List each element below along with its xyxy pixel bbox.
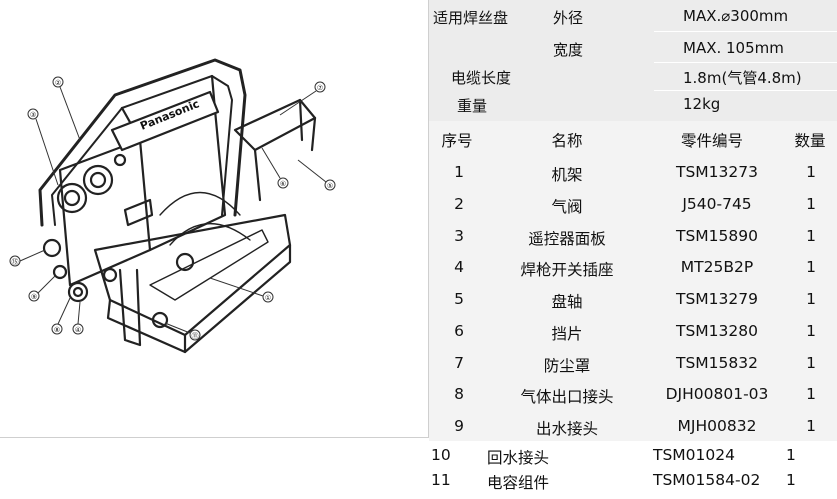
- part-code: MT25B2P: [680, 258, 754, 276]
- spec-label: 适用焊丝盘: [433, 9, 509, 27]
- table-row: 2 气阀 J540-745 1: [429, 189, 837, 221]
- part-code: TSM15890: [676, 227, 758, 245]
- parts-table-tail: 10 回水接头 TSM01024 1 11 电容组件 TSM01584-02 1: [429, 441, 837, 499]
- spec-row: 适用焊丝盘 外径 MAX.⌀300mm: [429, 3, 837, 30]
- table-row: 11 电容组件 TSM01584-02 1: [429, 469, 837, 495]
- table-row: 6 挡片 TSM13280 1: [429, 316, 837, 348]
- header-code: 零件编号: [680, 132, 744, 150]
- part-qty: 1: [806, 290, 816, 308]
- part-qty: 1: [806, 385, 816, 403]
- callout-8: ⑧: [54, 326, 60, 334]
- table-row: 8 气体出口接头 DJH00801-03 1: [429, 379, 837, 411]
- part-code: MJH00832: [677, 417, 757, 435]
- part-code: TSM01584-02: [653, 471, 761, 489]
- spec-value: 12kg: [683, 95, 721, 113]
- part-no: 8: [454, 385, 464, 403]
- part-no: 5: [454, 290, 464, 308]
- part-qty: 1: [806, 354, 816, 372]
- part-name: 回水接头: [487, 449, 550, 467]
- spec-row: 重量 12kg: [429, 91, 837, 118]
- table-row: 10 回水接头 TSM01024 1: [429, 444, 837, 470]
- part-no: 9: [454, 417, 464, 435]
- part-name: 机架: [551, 166, 583, 184]
- callout-1: ①: [265, 294, 271, 302]
- header-no: 序号: [441, 132, 473, 150]
- part-no: 4: [454, 258, 464, 276]
- spec-label: 重量: [457, 97, 488, 115]
- callout-6: ⑥: [280, 180, 286, 188]
- part-qty: 1: [806, 322, 816, 340]
- part-code: TSM15832: [676, 354, 758, 372]
- part-no: 3: [454, 227, 464, 245]
- table-row: 7 防尘罩 TSM15832 1: [429, 348, 837, 380]
- part-code: TSM01024: [653, 446, 735, 464]
- spec-sub: 外径: [553, 9, 584, 27]
- callout-15: ⑮: [12, 258, 19, 266]
- part-code: TSM13273: [676, 163, 758, 181]
- wire-feeder-illustration: Panasonic ② ③ ⑦ ⑥ ⑤ ① ⑪ ⑮ ⑨: [0, 0, 429, 438]
- part-qty: 1: [806, 227, 816, 245]
- part-name: 出水接头: [535, 420, 599, 438]
- table-row: 1 机架 TSM13273 1: [429, 157, 837, 189]
- header-name: 名称: [551, 132, 583, 150]
- spec-value: MAX.⌀300mm: [683, 7, 789, 25]
- part-no: 2: [454, 195, 464, 213]
- part-qty: 1: [786, 446, 796, 464]
- part-name: 电容组件: [487, 474, 550, 492]
- part-no: 6: [454, 322, 464, 340]
- part-qty: 1: [786, 471, 796, 489]
- callout-5: ⑤: [327, 182, 333, 190]
- callout-2: ②: [55, 79, 61, 87]
- part-name: 遥控器面板: [528, 230, 606, 248]
- spec-sub: 宽度: [553, 41, 584, 59]
- spec-divider: [654, 90, 837, 91]
- part-code: TSM13280: [676, 322, 758, 340]
- part-qty: 1: [806, 163, 816, 181]
- part-no: 11: [431, 471, 451, 489]
- spec-row: 电缆长度 1.8m(气管4.8m): [429, 63, 837, 90]
- part-no: 10: [431, 446, 451, 464]
- part-no: 7: [454, 354, 464, 372]
- part-code: J540-745: [682, 195, 752, 213]
- callout-4: ④: [75, 326, 81, 334]
- part-name: 焊枪开关插座: [520, 261, 614, 279]
- callout-11: ⑪: [192, 332, 199, 340]
- table-row: 3 遥控器面板 TSM15890 1: [429, 221, 837, 253]
- callout-7: ⑦: [317, 84, 323, 92]
- wire-feeder-drawing: Panasonic ② ③ ⑦ ⑥ ⑤ ① ⑪ ⑮ ⑨: [9, 58, 336, 354]
- spec-table: 适用焊丝盘 外径 MAX.⌀300mm 宽度 MAX. 105mm 电缆长度 1…: [429, 0, 837, 121]
- part-no: 1: [454, 163, 464, 181]
- part-qty: 1: [806, 195, 816, 213]
- callout-3: ③: [30, 111, 36, 119]
- table-row: 5 盘轴 TSM13279 1: [429, 284, 837, 316]
- callout-9: ⑨: [31, 293, 37, 301]
- part-code: TSM13279: [676, 290, 758, 308]
- part-name: 挡片: [551, 325, 583, 343]
- parts-header-row: 序号 名称 零件编号 数量: [429, 123, 837, 155]
- table-row: 9 出水接头 MJH00832 1: [429, 411, 837, 443]
- spec-value: MAX. 105mm: [683, 39, 784, 57]
- spec-label: 电缆长度: [451, 69, 512, 87]
- part-name: 气阀: [551, 198, 583, 216]
- part-name: 气体出口接头: [520, 388, 614, 406]
- spec-value: 1.8m(气管4.8m): [683, 69, 802, 87]
- part-code: DJH00801-03: [665, 385, 769, 403]
- header-qty: 数量: [794, 132, 826, 150]
- part-qty: 1: [806, 258, 816, 276]
- spec-divider: [654, 31, 837, 32]
- part-qty: 1: [806, 417, 816, 435]
- parts-table: 序号 名称 零件编号 数量 1 机架 TSM13273 1 2 气阀 J540-…: [429, 121, 837, 441]
- table-row: 4 焊枪开关插座 MT25B2P 1: [429, 252, 837, 284]
- spec-row: 宽度 MAX. 105mm: [429, 35, 837, 62]
- part-name: 防尘罩: [543, 357, 591, 375]
- part-name: 盘轴: [551, 293, 583, 311]
- spec-divider: [654, 62, 837, 63]
